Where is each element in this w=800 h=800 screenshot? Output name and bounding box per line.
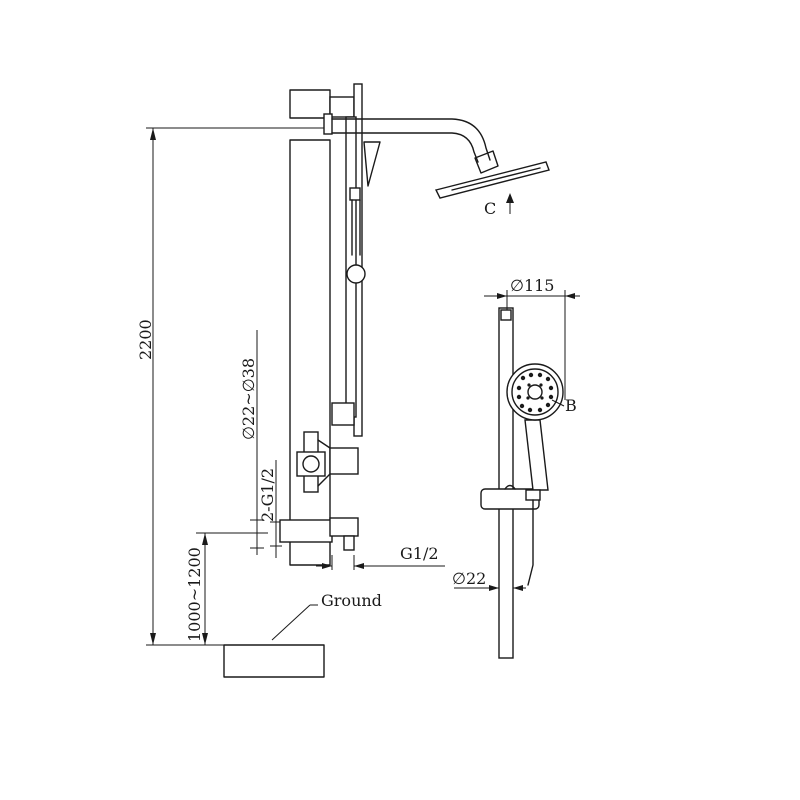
overhead-direction-label: C [484, 199, 496, 218]
install-height-label: 1000~1200 [185, 547, 204, 642]
handshower-diameter-dimension [484, 290, 580, 400]
handshower-mark-label: B [565, 396, 577, 415]
pipe-diameter-dimension [250, 330, 282, 558]
rail-diameter-label: ∅22 [452, 569, 486, 588]
install-height-dimension [196, 532, 268, 645]
handshower-diameter-label: ∅115 [510, 276, 554, 295]
total-height-dimension [146, 127, 330, 646]
rail-diameter-dimension [454, 585, 526, 591]
hand-shower-rail [480, 307, 565, 659]
ground-label: Ground [321, 591, 382, 610]
outlet-thread-dimension [316, 555, 445, 570]
shower-column [279, 83, 550, 551]
pipe-diameter-label: ∅22~∅38 [239, 358, 258, 440]
total-height-label: 2200 [136, 319, 155, 360]
ground-slab [223, 604, 325, 678]
outlet-thread-label: G1/2 [400, 544, 439, 563]
wall-section [289, 89, 331, 566]
inlet-thread-label: 2-G1/2 [258, 468, 277, 522]
